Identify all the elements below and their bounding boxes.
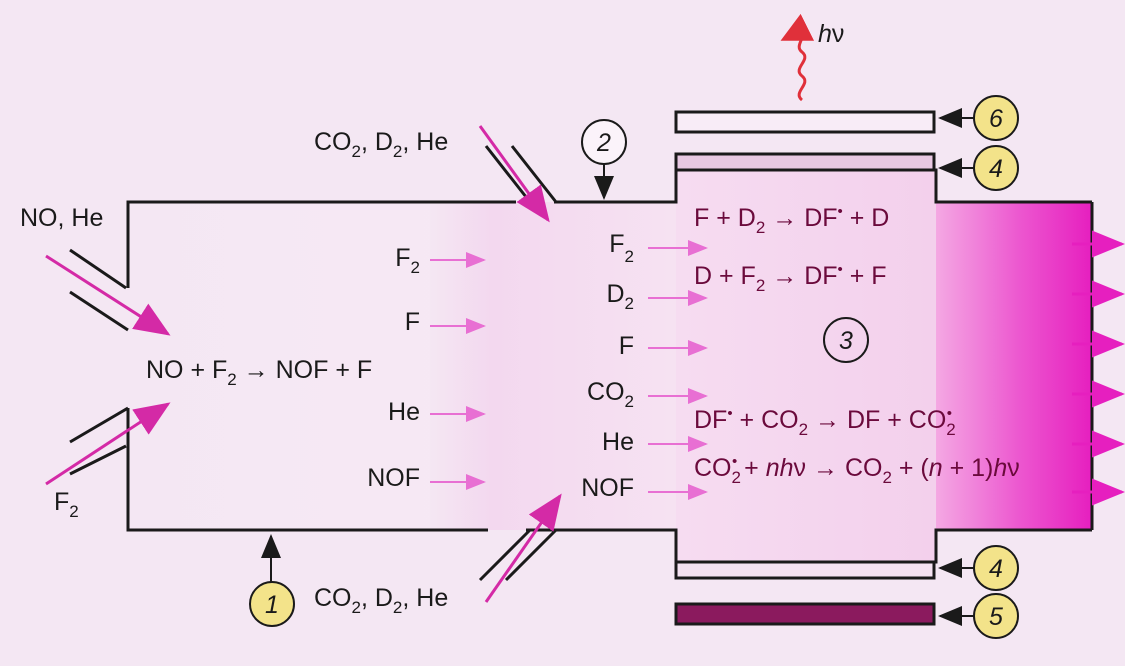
label-f2-inlet: F2: [54, 488, 79, 521]
callout-2: 2: [581, 119, 627, 200]
svg-text:4: 4: [989, 155, 1003, 183]
inlet-wall-bot-a: [478, 528, 532, 582]
inlet-arrow-bottom: [484, 493, 562, 603]
species-he-right: He: [602, 428, 634, 456]
reaction-3: DF• + CO2 → DF + CO2•: [694, 405, 956, 439]
label-bottom-inlet: CO2, D2, He: [314, 584, 448, 617]
svg-text:1: 1: [265, 591, 279, 619]
inlet-wall-left-bot-a: [69, 406, 129, 444]
top-wall-left: [126, 200, 516, 288]
label-no-he: NO, He: [20, 204, 103, 232]
species-d2-right: D2: [606, 280, 634, 313]
species-nof-right: NOF: [581, 474, 634, 502]
output-arrows: [1072, 230, 1125, 506]
reaction-4: CO2• + nhν → CO2 + (n + 1)hν: [694, 453, 1020, 487]
svg-text:5: 5: [989, 603, 1003, 631]
species-f2-mid: F2: [395, 244, 420, 277]
species-nof-mid: NOF: [367, 464, 420, 492]
nozzle-region: [430, 202, 676, 530]
mirror-6: [674, 110, 936, 134]
photon-wave-icon: [780, 13, 815, 102]
svg-text:2: 2: [596, 129, 611, 157]
species-co2-right: CO2: [587, 378, 634, 411]
reaction-1: F + D2 → DF• + D: [694, 203, 889, 237]
svg-text:4: 4: [989, 555, 1003, 583]
inlet-arrow-f2: [45, 402, 171, 486]
species-f2-right: F2: [609, 230, 634, 266]
svg-text:6: 6: [989, 105, 1003, 133]
inlet-wall-left-top-b: [69, 290, 129, 332]
callout-4-top: 4: [938, 145, 1019, 191]
inlet-arrow-no-he: [45, 254, 171, 336]
equation-combustion: NO + F2 → NOF + F: [146, 356, 372, 389]
mirror-5: [674, 602, 936, 626]
label-top-inlet: CO2, D2, He: [314, 128, 448, 161]
window-4-bottom: [674, 560, 936, 580]
species-he-mid: He: [388, 398, 420, 426]
photon-label: hν: [818, 20, 844, 48]
flow-right: F2 D2 F CO2 He NOF: [581, 230, 708, 502]
bottom-wall-left: [126, 408, 488, 532]
species-f-right: F: [619, 332, 634, 360]
output-beam-region: [936, 202, 1092, 530]
species-f-mid: F: [405, 308, 420, 336]
inlet-arrow-top: [478, 125, 550, 223]
inlet-wall-top-b: [510, 145, 558, 203]
reaction-2: D + F2 → DF• + F: [694, 261, 887, 295]
inlet-wall-left-top-a: [69, 248, 127, 290]
inlet-wall-bot-b: [504, 528, 558, 582]
inlet-wall-top-a: [484, 145, 532, 203]
callout-4-bottom: 4: [938, 545, 1019, 591]
callout-6: 6: [938, 95, 1019, 141]
callout-1: 1: [249, 534, 295, 627]
callout-3: 3: [823, 317, 869, 363]
flow-mid: F2 F He NOF: [367, 244, 486, 492]
callout-5: 5: [938, 593, 1019, 639]
svg-text:3: 3: [839, 327, 853, 355]
laser-cavity: [676, 170, 936, 562]
inlet-wall-left-bot-b: [69, 444, 127, 476]
window-4-top: [674, 152, 936, 172]
